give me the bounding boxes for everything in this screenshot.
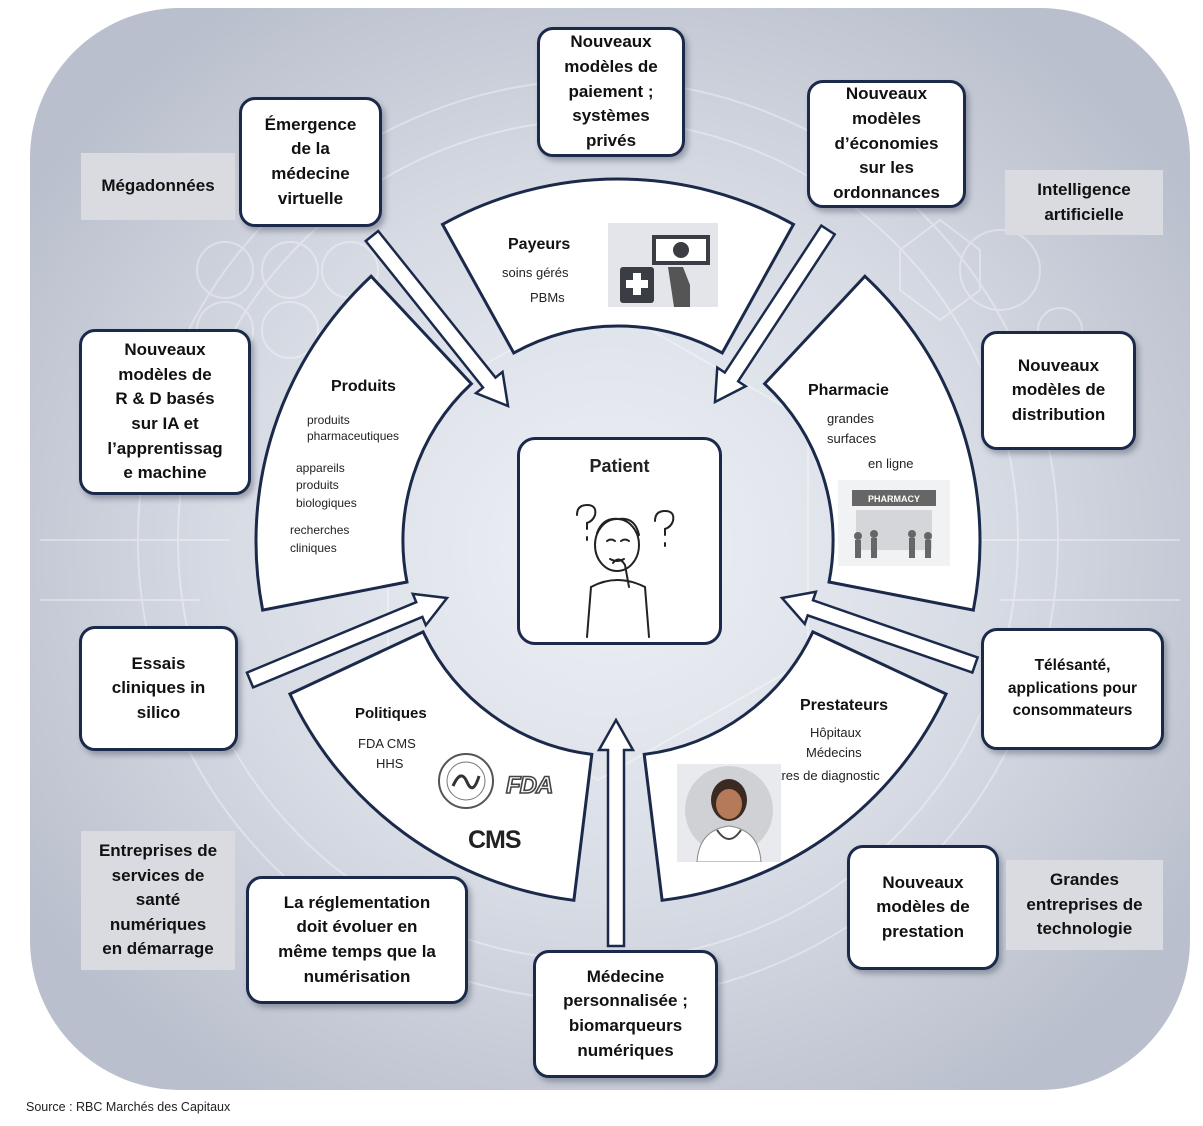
box-nouveaux-modeles-economies-ordonnances: Nouveaux modèles d’économies sur les ord… xyxy=(807,80,966,208)
cms-logo: CMS xyxy=(468,826,522,854)
segment-pharmacie-title: Pharmacie xyxy=(808,382,889,399)
segment-payeurs-item: soins gérés xyxy=(502,265,569,280)
arrow-essais xyxy=(245,592,450,690)
gray-box-grandes-entreprises-technologie: Grandes entreprises de technologie xyxy=(1006,860,1163,950)
box-nouveaux-modeles-distribution: Nouveaux modèles de distribution xyxy=(981,331,1136,450)
patient-title: Patient xyxy=(589,456,650,476)
segment-prestateurs-item: Centres de diagnostic xyxy=(754,768,880,783)
segment-prestateurs-item: Médecins xyxy=(806,745,862,760)
box-telesante: Télésanté, applications pour consommateu… xyxy=(981,628,1164,750)
segment-prestateurs-title: Prestateurs xyxy=(800,697,889,714)
payment-money-icon xyxy=(608,223,718,307)
segment-payeurs-title: Payeurs xyxy=(508,236,571,253)
segment-politiques-item: FDA CMS xyxy=(358,736,416,751)
hhs-seal-icon xyxy=(438,753,494,809)
segment-produits-item: appareils xyxy=(296,461,345,475)
segment-prestateurs-item: Hôpitaux xyxy=(810,725,862,740)
box-nouveaux-modeles-paiement: Nouveaux modèles de paiement ; systèmes … xyxy=(537,27,685,157)
box-nouveaux-modeles-rd: Nouveaux modèles de R & D basés sur IA e… xyxy=(79,329,251,495)
segment-produits-item: produits xyxy=(296,478,339,492)
segment-politiques-item: HHS xyxy=(376,756,404,771)
arrows xyxy=(245,223,980,948)
arrow-ordonnances xyxy=(713,223,837,405)
segment-payeurs-item: PBMs xyxy=(530,290,565,305)
pharmacy-store-icon: PHARMACY xyxy=(838,480,950,566)
segment-produits-item: cliniques xyxy=(290,541,337,555)
fda-logo: FDA xyxy=(505,771,554,800)
segment-produits-item: produits xyxy=(307,413,350,427)
segment-pharmacie-item: grandes xyxy=(827,411,874,426)
segment-politiques xyxy=(287,629,594,902)
segment-produits-title: Produits xyxy=(331,378,396,395)
box-essais-cliniques-in-silico: Essais cliniques in silico xyxy=(79,626,238,751)
segment-politiques-title: Politiques xyxy=(355,705,427,722)
gray-box-megadonnees: Mégadonnées xyxy=(81,153,235,220)
gray-box-intelligence-artificielle: Intelligence artificielle xyxy=(1005,170,1163,235)
box-emergence-medecine-virtuelle: Émergence de la médecine virtuelle xyxy=(239,97,382,227)
segment-produits xyxy=(254,274,474,612)
patient-figure-icon xyxy=(576,503,675,638)
box-reglementation-numerisation: La réglementation doit évoluer en même t… xyxy=(246,876,468,1004)
patient-box: Patient xyxy=(517,437,722,645)
source-note: Source : RBC Marchés des Capitaux xyxy=(26,1100,231,1114)
arrow-telesante xyxy=(779,590,980,675)
box-medecine-personnalisee: Médecine personnalisée ; biomarqueurs nu… xyxy=(533,950,718,1078)
arrow-medecine-personnalisee xyxy=(596,717,636,948)
segment-ring xyxy=(254,177,982,902)
segment-pharmacie-item: en ligne xyxy=(868,456,914,471)
arrow-medecine-virtuelle xyxy=(363,229,510,408)
doctor-icon xyxy=(677,764,781,862)
segment-produits-item: recherches xyxy=(290,523,350,537)
segment-pharmacie-item: surfaces xyxy=(827,431,877,446)
segment-produits-item: pharmaceutiques xyxy=(307,429,400,443)
gray-box-entreprises-demarrage: Entreprises de services de santé numériq… xyxy=(81,831,235,970)
box-nouveaux-modeles-prestation: Nouveaux modèles de prestation xyxy=(847,845,999,970)
segment-produits-item: biologiques xyxy=(296,496,357,510)
pharmacy-sign: PHARMACY xyxy=(868,494,920,504)
